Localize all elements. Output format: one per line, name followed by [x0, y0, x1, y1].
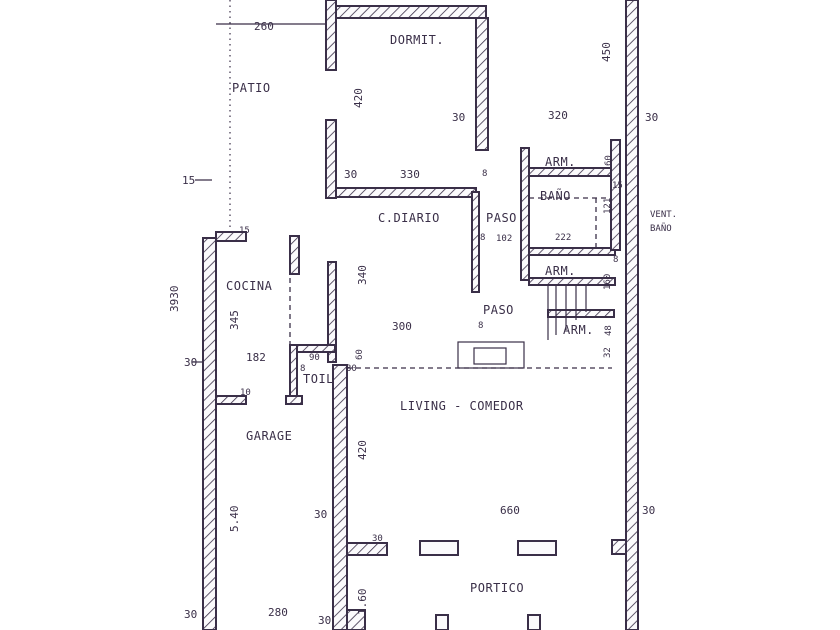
dim-living-width: 660 — [500, 504, 520, 517]
dim-patio-width: 260 — [254, 20, 274, 33]
dim-c-diario-width: 300 — [392, 320, 412, 333]
room-garage: GARAGE — [246, 429, 292, 443]
garage-top-wall — [215, 395, 247, 405]
dim-paso-width: 102 — [496, 234, 512, 244]
dim-wall-30-a: 30 — [452, 111, 465, 124]
dormit-left-wall-lower — [325, 119, 337, 199]
dim-portico-depth: 1.60 — [356, 589, 369, 616]
room-bano: BAÑO — [540, 188, 571, 203]
dim-bano-wall-15: 15 — [612, 181, 623, 191]
garage-top-wall-2 — [285, 395, 303, 405]
left-outer-wall — [202, 237, 217, 630]
room-cocina: COCINA — [226, 279, 273, 293]
arm-wall-1 — [528, 167, 612, 177]
dim-toil-wall-8: 8 — [300, 364, 305, 374]
dim-bano-121: 121 — [603, 198, 613, 214]
room-paso-1: PASO — [486, 211, 517, 225]
arm-wall-2 — [528, 247, 616, 256]
dim-paso-wall-8b: 8 — [480, 233, 485, 243]
dashed-lines — [229, 0, 612, 369]
dim-total-depth: 3930 — [168, 286, 181, 313]
bath-right-wall — [610, 139, 621, 251]
dim-bottom-left-30: 30 — [184, 608, 197, 621]
dim-left-setback: 15 — [182, 174, 195, 187]
dim-living-depth: 420 — [356, 440, 369, 460]
dim-dormit-width: 320 — [548, 109, 568, 122]
dim-c-diario-depth: 340 — [356, 265, 369, 285]
arm-wall-3 — [528, 277, 616, 286]
cocina-right-wall — [289, 235, 300, 275]
toil-left-wall — [289, 344, 298, 401]
cocina-top-wall — [215, 231, 247, 242]
dim-toil-wall-30: 30 — [346, 364, 357, 374]
dim-dormit-right-height: 450 — [600, 42, 613, 62]
dormit-right-wall — [475, 17, 489, 151]
room-dormitorio: DORMIT. — [390, 33, 444, 47]
window-4 — [527, 614, 541, 630]
window-3 — [435, 614, 449, 630]
dim-garage-wall-10: 10 — [240, 388, 251, 398]
dim-arm-48: 48 — [604, 325, 614, 336]
room-vent-bano-1: VENT. — [650, 210, 677, 220]
dimension-lines — [192, 23, 326, 363]
room-living-comedor: LIVING - COMEDOR — [400, 399, 524, 413]
c-diario-left-wall — [327, 261, 337, 363]
walls — [202, 0, 639, 630]
room-comedor-diario: C.DIARIO — [378, 211, 440, 225]
arm-wall-4 — [547, 309, 615, 318]
room-armario-1: ARM. — [545, 155, 576, 169]
toil-top-wall — [296, 344, 336, 353]
dim-garage-depth: 5.40 — [228, 506, 241, 533]
room-paso-2: PASO — [483, 303, 514, 317]
dim-arm-32: 32 — [603, 347, 613, 358]
dim-toil-width: 90 — [309, 353, 320, 363]
dim-paso-wall-8c: 8 — [478, 321, 483, 331]
stairs — [547, 285, 587, 340]
dim-cocina-wall-15: 15 — [239, 226, 250, 236]
dim-portico-col-30: 30 — [372, 534, 383, 544]
dim-arm-160: 160 — [603, 274, 613, 290]
dim-c-diario-top-wall: 330 — [400, 168, 420, 181]
living-left-wall — [332, 364, 348, 630]
window-1 — [419, 540, 459, 556]
room-toilette: TOIL — [303, 372, 334, 386]
dimension-labels: 260 420 450 320 30 30 30 330 15 8 8 102 … — [168, 20, 658, 627]
room-armario-3: ARM. — [563, 323, 594, 337]
paso-left-wall — [471, 191, 480, 293]
windows — [419, 341, 557, 630]
dim-arm-60: 60 — [604, 155, 614, 166]
bath-left-wall — [520, 147, 530, 281]
dim-wall-30-b: 30 — [645, 111, 658, 124]
room-portico: PORTICO — [470, 581, 524, 595]
room-vent-bano-2: BAÑO — [650, 223, 672, 234]
portico-bottom-left — [346, 609, 366, 630]
dim-bottom-wall-30: 30 — [318, 614, 331, 627]
dim-cocina-width: 182 — [246, 351, 266, 364]
dim-dormit-depth: 420 — [352, 88, 365, 108]
dim-bano-width: 222 — [555, 233, 571, 243]
dim-paso-wall-8a: 8 — [482, 169, 487, 179]
window-2 — [517, 540, 557, 556]
dormit-top-wall — [335, 5, 487, 19]
room-labels: DORMIT. PATIO C.DIARIO COCINA TOIL GARAG… — [226, 33, 677, 595]
dim-cocina-depth: 345 — [228, 310, 241, 330]
chimney-inner — [473, 347, 507, 365]
dim-wall-30-c: 30 — [344, 168, 357, 181]
dim-arm-8: 8 — [613, 255, 618, 265]
dim-right-wall-30: 30 — [642, 504, 655, 517]
room-armario-2: ARM. — [545, 264, 576, 278]
dim-left-wall-30: 30 — [184, 356, 197, 369]
room-patio: PATIO — [232, 81, 271, 95]
right-outer-wall — [625, 0, 639, 630]
dormit-left-wall — [325, 0, 337, 71]
dim-living-wall-30: 30 — [314, 508, 327, 521]
dim-toil-60: 60 — [355, 349, 365, 360]
dormit-bottom-wall — [335, 187, 477, 198]
portico-column-right — [611, 539, 627, 555]
portico-column-left — [346, 542, 388, 556]
dim-garage-width: 280 — [268, 606, 288, 619]
